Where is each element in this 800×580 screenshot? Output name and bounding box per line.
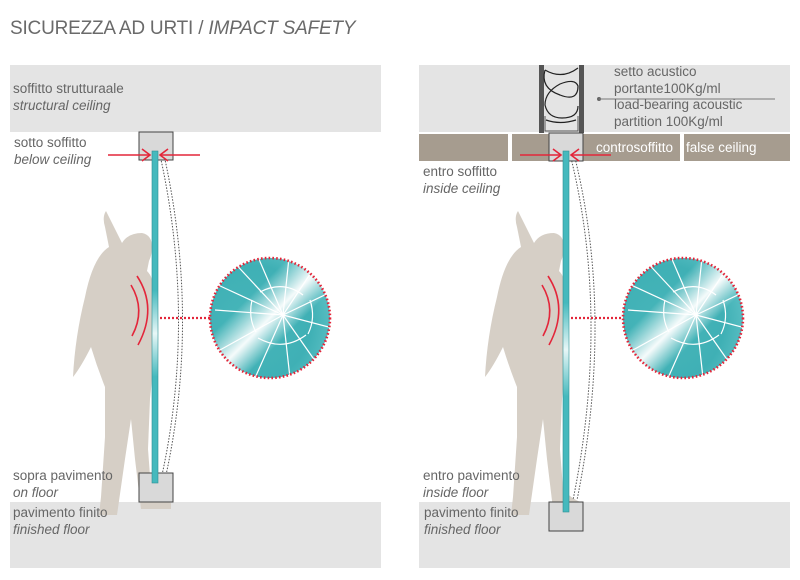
label-finished-floor-right-it: pavimento finito bbox=[424, 505, 519, 520]
acoustic-partition bbox=[539, 65, 584, 133]
deflected-glass-outline-right bbox=[570, 157, 592, 501]
floor-slab-right bbox=[419, 502, 790, 568]
broken-glass-detail-right bbox=[621, 256, 745, 380]
impact-arcs-right bbox=[541, 275, 560, 346]
label-structural-ceiling-it: soffitto strutturaale bbox=[13, 81, 124, 96]
label-partition-it-1: setto acustico bbox=[614, 64, 697, 79]
label-inside-floor: entro pavimento inside floor bbox=[423, 467, 520, 501]
right-panel bbox=[419, 65, 790, 568]
label-on-floor-en: on floor bbox=[13, 485, 59, 500]
page-title: SICUREZZA AD URTI / IMPACT SAFETY bbox=[10, 18, 356, 40]
structural-ceiling-slab bbox=[10, 65, 381, 132]
label-acoustic-partition: setto acustico portante100Kg/ml load-bea… bbox=[614, 64, 742, 130]
label-false-ceiling-en: false ceiling bbox=[686, 140, 757, 155]
label-inside-ceiling-it: entro soffitto bbox=[423, 164, 498, 179]
label-finished-floor-en: finished floor bbox=[13, 522, 90, 537]
left-panel bbox=[10, 65, 381, 568]
label-finished-floor-it: pavimento finito bbox=[13, 505, 108, 520]
false-ceiling-panel-1 bbox=[419, 134, 508, 161]
glass-pane-right bbox=[562, 150, 570, 513]
label-false-ceiling-it: controsoffitto bbox=[596, 140, 674, 155]
label-finished-floor-right-en: finished floor bbox=[424, 522, 501, 537]
label-partition-en-2: partition 100Kg/ml bbox=[614, 113, 723, 129]
deflected-glass-outline bbox=[159, 154, 180, 476]
impact-arcs bbox=[130, 275, 149, 346]
person-silhouette-right bbox=[485, 211, 583, 515]
label-structural-ceiling-en: structural ceiling bbox=[13, 98, 111, 113]
glass-pane bbox=[151, 150, 159, 484]
deflected-glass-outline-inner bbox=[163, 154, 184, 476]
clamp-arrows bbox=[108, 148, 200, 162]
label-on-floor: sopra pavimento on floor bbox=[13, 467, 113, 501]
label-on-floor-it: sopra pavimento bbox=[13, 468, 113, 483]
label-finished-floor: pavimento finito finished floor bbox=[13, 504, 108, 538]
label-finished-floor-right: pavimento finito finished floor bbox=[424, 504, 519, 538]
label-inside-ceiling-en: inside ceiling bbox=[423, 181, 501, 196]
label-structural-ceiling: soffitto strutturaale structural ceiling bbox=[13, 80, 124, 114]
title-main: SICUREZZA AD URTI / bbox=[10, 18, 209, 39]
label-below-ceiling: sotto soffitto below ceiling bbox=[14, 134, 91, 168]
label-inside-ceiling: entro soffitto inside ceiling bbox=[423, 163, 500, 197]
label-partition-it-2: portante100Kg/ml bbox=[614, 80, 721, 96]
label-partition-en-1: load-bearing acoustic bbox=[614, 97, 743, 112]
label-below-ceiling-it: sotto soffitto bbox=[14, 135, 87, 150]
person-silhouette bbox=[73, 211, 171, 515]
label-inside-floor-it: entro pavimento bbox=[423, 468, 520, 483]
clamp-arrows-right bbox=[520, 148, 611, 162]
label-inside-floor-en: inside floor bbox=[423, 485, 489, 500]
false-ceiling-panel-3 bbox=[684, 134, 790, 161]
floor-slab bbox=[10, 502, 381, 568]
false-ceiling-panel-2 bbox=[512, 134, 680, 161]
deflected-glass-outline-right-inner bbox=[574, 157, 596, 501]
broken-glass-detail bbox=[208, 256, 332, 380]
label-below-ceiling-en: below ceiling bbox=[14, 152, 92, 167]
title-italic: IMPACT SAFETY bbox=[208, 18, 356, 39]
